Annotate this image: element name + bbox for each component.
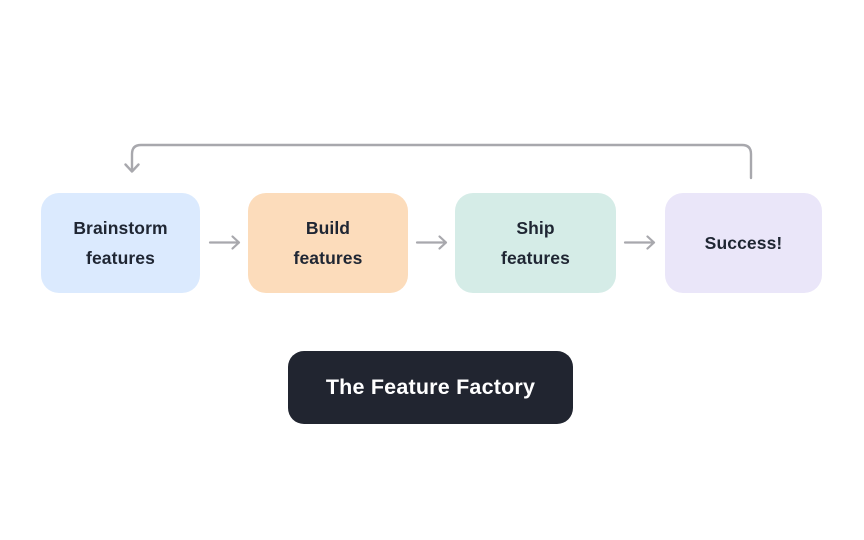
flow-box-success: Success! <box>665 193 822 293</box>
flow-box-ship: Ship features <box>455 193 616 293</box>
arrow-right-icon <box>208 235 241 250</box>
flow-box-build: Build features <box>248 193 408 293</box>
diagram-title-pill: The Feature Factory <box>288 351 573 424</box>
arrow-right-icon <box>623 235 656 250</box>
loop-arrowhead-down-icon <box>124 163 140 173</box>
flow-box-label: Ship features <box>501 218 570 268</box>
loop-arrow <box>130 143 753 180</box>
flow-box-label: Success! <box>704 233 783 253</box>
diagram-title: The Feature Factory <box>325 375 536 399</box>
flow-box-label: Build features <box>293 218 363 268</box>
arrow-right-icon <box>415 235 448 250</box>
flow-box-brainstorm: Brainstorm features <box>41 193 200 293</box>
flow-box-label: Brainstorm features <box>73 218 168 268</box>
